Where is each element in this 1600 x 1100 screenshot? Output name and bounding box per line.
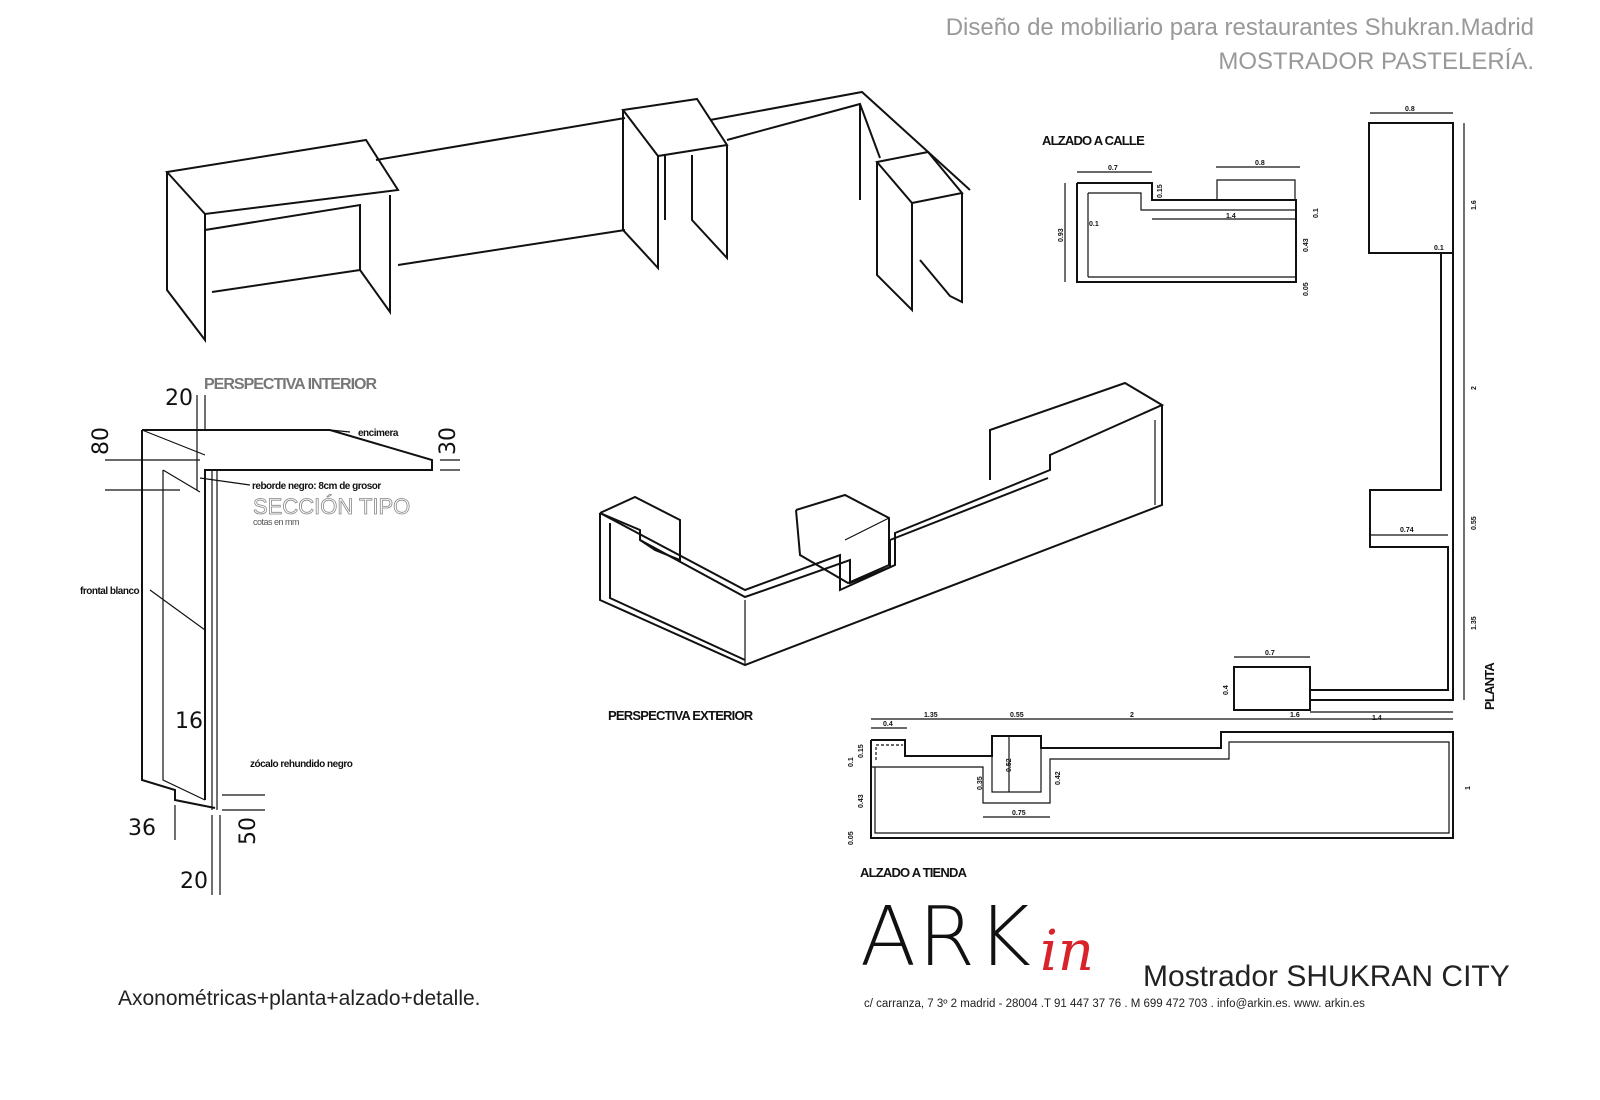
dim-30: 30 xyxy=(436,427,461,455)
note-zocalo: zócalo rehundido negro xyxy=(250,759,353,770)
dim: 0.1 xyxy=(1089,221,1099,228)
project-name: Mostrador SHUKRAN CITY xyxy=(1143,960,1510,993)
dim-20-top: 20 xyxy=(165,386,193,411)
contact-line: c/ carranza, 7 3º 2 madrid - 28004 .T 91… xyxy=(864,998,1365,1010)
dim: 2 xyxy=(1130,712,1134,719)
dim: 0.43 xyxy=(1303,238,1310,252)
note-reborde: reborde negro: 8cm de grosor xyxy=(252,481,381,492)
logo-main: ARK xyxy=(860,890,1033,985)
dim-20-bottom: 20 xyxy=(180,869,208,894)
dim: 1.6 xyxy=(1290,712,1300,719)
perspectiva-exterior-label: PERSPECTIVA EXTERIOR xyxy=(608,708,754,723)
dim: 0.42 xyxy=(1055,771,1062,785)
dim-36: 36 xyxy=(128,816,156,841)
seccion-units: cotas en mm xyxy=(253,517,299,527)
drawing-subtitle: MOSTRADOR PASTELERÍA. xyxy=(1218,48,1534,75)
dim: 0.1 xyxy=(1313,208,1320,218)
perspectiva-exterior-drawing xyxy=(599,381,1165,667)
dim: 1.4 xyxy=(1226,213,1236,220)
dim: 0.05 xyxy=(848,831,855,845)
dim: 0.8 xyxy=(1255,160,1265,167)
dim: 1.6 xyxy=(1471,200,1478,210)
dim: 1.35 xyxy=(1471,616,1478,630)
dim: 0.8 xyxy=(1405,106,1415,113)
dim: 0.15 xyxy=(1157,184,1164,198)
dim: 0.7 xyxy=(1265,650,1275,657)
dim: 0.52 xyxy=(1006,758,1013,772)
perspectiva-interior-label: PERSPECTIVA INTERIOR xyxy=(204,376,377,393)
perspectiva-interior-drawing xyxy=(165,90,971,343)
note-encimera: encimera xyxy=(358,428,399,439)
dim: 0.4 xyxy=(883,721,893,728)
dim: 0.4 xyxy=(1223,685,1230,695)
logo-script: in xyxy=(1040,919,1094,984)
caption: Axonométricas+planta+alzado+detalle. xyxy=(118,987,481,1010)
dim: 0.74 xyxy=(1400,527,1414,534)
dim: 0.1 xyxy=(848,757,855,767)
dim-80: 80 xyxy=(89,427,114,455)
dim: 0.55 xyxy=(1010,712,1024,719)
dim: 0.1 xyxy=(1434,245,1444,252)
seccion-tipo-title: SECCIÓN TIPO xyxy=(253,494,410,519)
dim-50: 50 xyxy=(236,817,261,845)
seccion-tipo-drawing: 20 80 30 16 36 50 20 encimera reborde ne… xyxy=(80,386,461,895)
dim: 0.35 xyxy=(977,776,984,790)
dim: 0.05 xyxy=(1303,282,1310,296)
alzado-calle-label: ALZADO A CALLE xyxy=(1042,133,1145,148)
alzado-calle-drawing: 0.7 0.8 0.15 0.1 1.4 0.93 0.1 0.43 0.05 xyxy=(1058,160,1320,296)
dim: 0.43 xyxy=(858,794,865,808)
note-frontal: frontal blanco xyxy=(80,586,140,597)
dim: 1.35 xyxy=(924,712,938,719)
dim: 0.55 xyxy=(1471,516,1478,530)
planta-label: PLANTA xyxy=(1482,662,1497,710)
planta-drawing: 0.8 1.6 0.1 2 0.55 0.74 1.35 0.7 1.4 0.4… xyxy=(1223,106,1497,722)
arkin-logo: ARK in xyxy=(860,890,1094,985)
dim: 1 xyxy=(1465,786,1472,790)
dim-16: 16 xyxy=(175,709,203,734)
dim: 0.7 xyxy=(1108,165,1118,172)
dim: 2 xyxy=(1471,386,1478,390)
alzado-tienda-label: ALZADO A TIENDA xyxy=(860,865,968,880)
alzado-tienda-drawing: 1.35 0.55 2 1.6 0.4 0.15 0.1 0.43 0.35 0… xyxy=(848,712,1472,845)
dim: 0.93 xyxy=(1058,228,1065,242)
drawing-title: Diseño de mobiliario para restaurantes S… xyxy=(945,14,1534,41)
dim: 0.75 xyxy=(1012,810,1026,817)
dim: 0.15 xyxy=(858,744,865,758)
